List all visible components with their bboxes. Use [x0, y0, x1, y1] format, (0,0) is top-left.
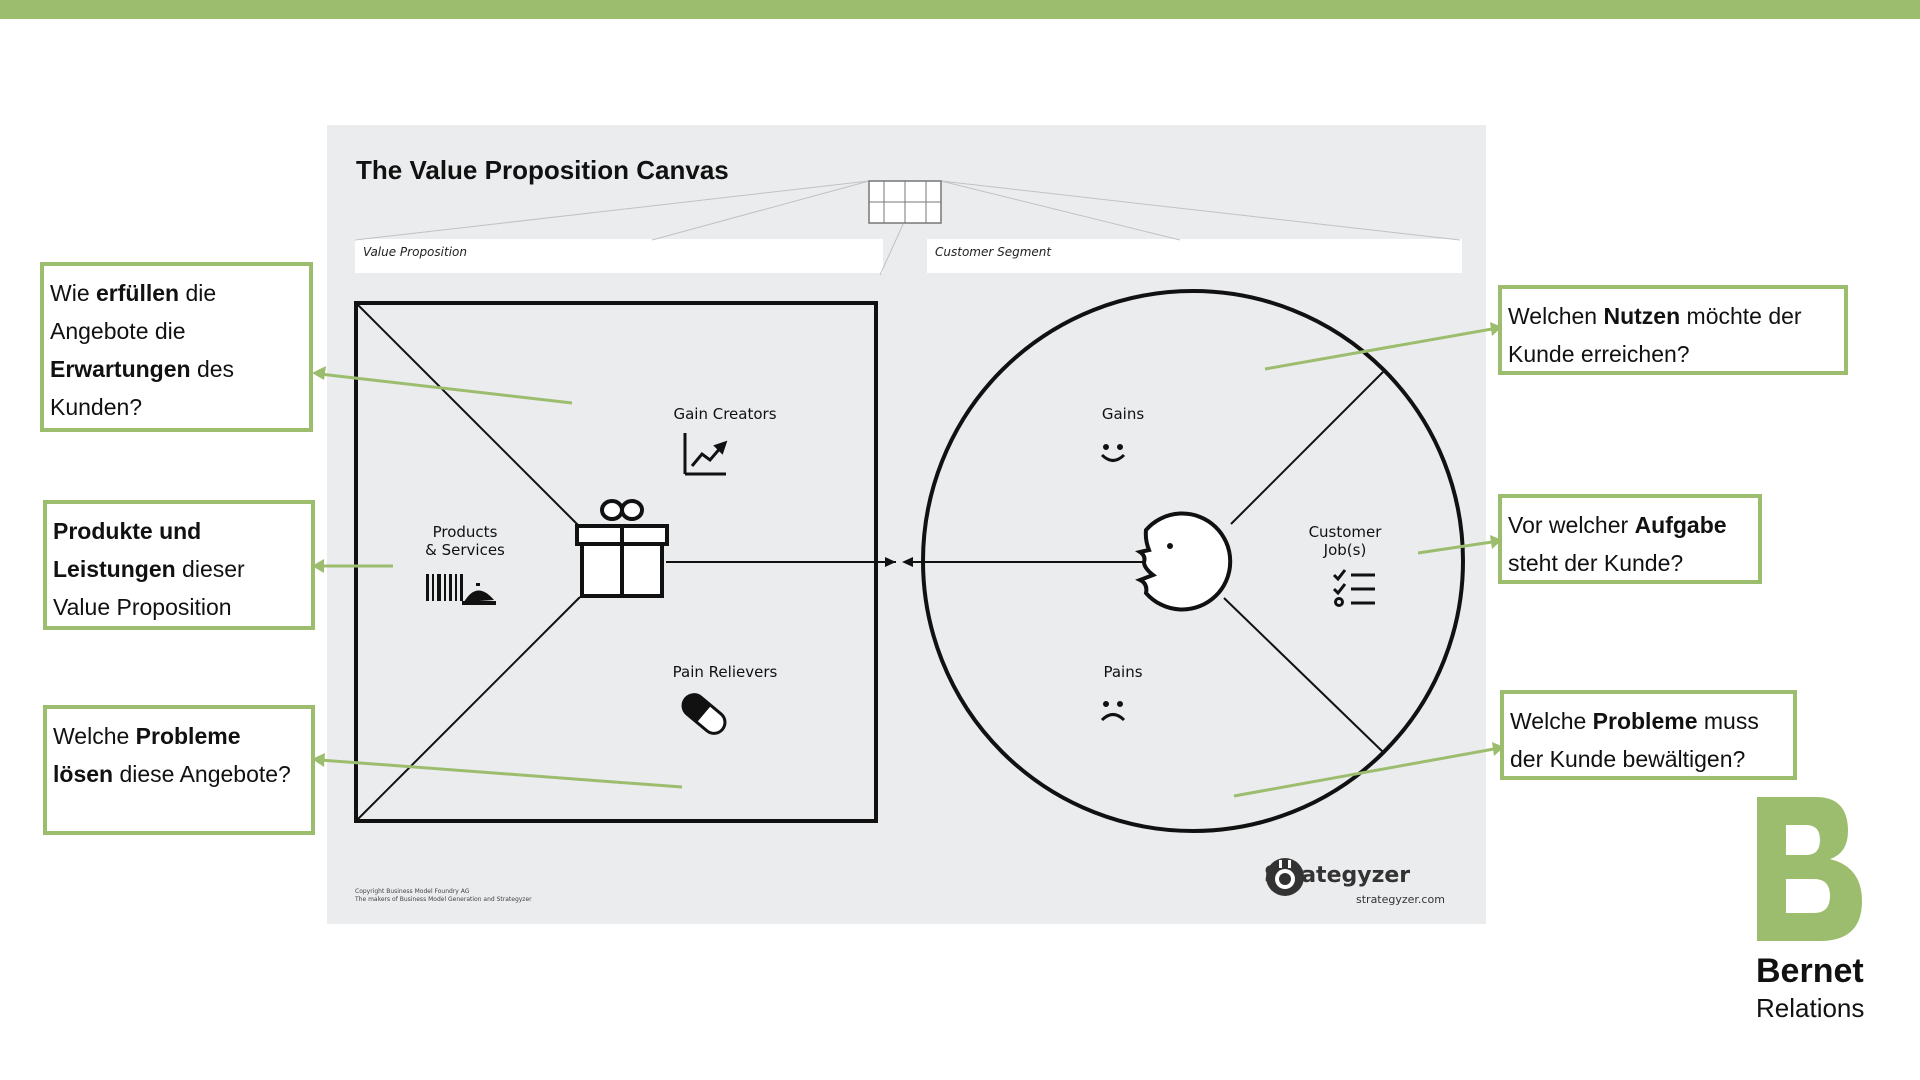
logo-name: Bernet	[1756, 952, 1864, 990]
products-services-line1: Products	[432, 523, 498, 541]
strategyzer-brand: Strategyzer	[1264, 863, 1411, 888]
callout-1-bold-b: Erwartungen	[50, 356, 191, 382]
value-proposition-field: Value Proposition	[355, 239, 883, 273]
callout-1-text-c: des Kunden?	[50, 356, 235, 420]
products-services-label: Products & Services	[405, 523, 525, 559]
products-services-line2: & Services	[425, 541, 505, 559]
callout-6-text-a: Welche	[1510, 708, 1593, 734]
callout-2-text-a: dieser Value Proposition	[53, 556, 245, 620]
callout-customer-jobs: Vor welcher Aufgabe steht der Kunde?	[1498, 494, 1762, 584]
callout-products-services: Produkte und Leistungen dieser Value Pro…	[43, 500, 315, 630]
customer-segment-field: Customer Segment	[927, 239, 1462, 273]
callout-pain-relievers: Welche Probleme lösen diese Angebote?	[43, 705, 315, 835]
bernet-logo-icon	[1757, 797, 1862, 941]
callout-3-text-a: Welche	[53, 723, 136, 749]
customer-jobs-label: Customer Job(s)	[1285, 523, 1405, 559]
callout-6-bold-a: Probleme	[1592, 708, 1698, 734]
callout-5-text-b: steht der Kunde?	[1508, 550, 1684, 576]
callout-pains: Welche Probleme muss der Kunde bewältige…	[1500, 690, 1797, 780]
customer-jobs-line2: Job(s)	[1323, 541, 1367, 559]
gain-creators-label: Gain Creators	[673, 405, 777, 423]
strategyzer-url: strategyzer.com	[1356, 893, 1445, 906]
callout-1-text-b: die Angebote die	[50, 280, 217, 344]
gains-label: Gains	[1101, 405, 1145, 423]
value-proposition-canvas: The Value Proposition Canvas Value Propo…	[327, 125, 1486, 924]
callout-1-bold-a: erfüllen	[96, 280, 180, 306]
copyright-note: Copyright Business Model Foundry AG The …	[355, 888, 532, 904]
customer-jobs-line1: Customer	[1308, 523, 1382, 541]
copyright-line2: The makers of Business Model Generation …	[355, 896, 532, 903]
callout-2-bold-a: Produkte und Leistungen	[53, 518, 202, 582]
callout-5-text-a: Vor welcher	[1508, 512, 1635, 538]
callout-3-bold-a: Probleme lösen	[53, 723, 241, 787]
callout-3-text-b: diese Angebote?	[113, 761, 291, 787]
copyright-line1: Copyright Business Model Foundry AG	[355, 888, 470, 895]
callout-1-text-a: Wie	[50, 280, 96, 306]
top-accent-bar	[0, 0, 1920, 19]
pains-label: Pains	[1103, 663, 1143, 681]
canvas-title: The Value Proposition Canvas	[356, 155, 729, 185]
callout-4-text-b: möchte der Kunde erreichen?	[1508, 303, 1802, 367]
logo-subtitle: Relations	[1756, 993, 1865, 1023]
callout-4-bold-a: Nutzen	[1603, 303, 1681, 329]
callout-6-text-b: muss der Kunde bewältigen?	[1510, 708, 1759, 772]
callout-5-bold-a: Aufgabe	[1634, 512, 1727, 538]
callout-gains: Welchen Nutzen möchte der Kunde erreiche…	[1498, 285, 1848, 375]
pain-relievers-label: Pain Relievers	[672, 663, 778, 681]
callout-4-text-a: Welchen	[1508, 303, 1604, 329]
callout-gain-creators: Wie erfüllen die Angebote die Erwartunge…	[40, 262, 313, 432]
